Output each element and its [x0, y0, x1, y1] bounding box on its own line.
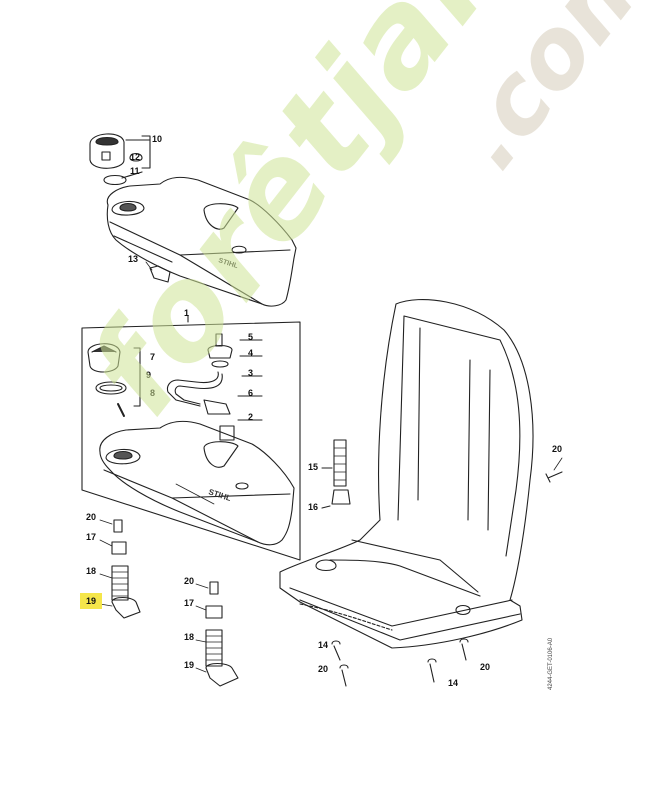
part-labels: 1234567891011121314141516171718181919202… — [86, 134, 562, 688]
part-label-p20b: 20 — [184, 576, 194, 586]
fuel-tank-upper — [106, 176, 297, 307]
fuel-tank-lower — [99, 420, 295, 546]
part-label-p20d: 20 — [318, 664, 328, 674]
part-label-p14b: 14 — [448, 678, 458, 688]
backplate-frame — [279, 299, 534, 649]
highlight-marker — [80, 593, 102, 609]
part-label-p14a: 14 — [318, 640, 328, 650]
filler-cap-assembly — [89, 133, 151, 186]
fuel-hose-and-fittings — [166, 333, 263, 441]
part-label-p9: 9 — [146, 370, 151, 380]
part-label-p13: 13 — [128, 254, 138, 264]
cap-and-seal — [87, 343, 141, 417]
part-label-p8: 8 — [150, 388, 155, 398]
part-label-p19b: 19 — [184, 660, 194, 670]
part-label-p1: 1 — [184, 308, 189, 318]
part-label-p16: 16 — [308, 502, 318, 512]
part-label-p18a: 18 — [86, 566, 96, 576]
part-label-p5: 5 — [248, 332, 253, 342]
part-label-p3: 3 — [248, 368, 253, 378]
part-label-p6: 6 — [248, 388, 253, 398]
document-code: 4244-GET-0106-A0 — [548, 637, 554, 690]
part-label-p4: 4 — [248, 348, 253, 358]
part-label-p20a: 20 — [86, 512, 96, 522]
part-label-p20c: 20 — [552, 444, 562, 454]
part-label-p15: 15 — [308, 462, 318, 472]
brand-mark-lower: STIHL — [217, 257, 239, 270]
part-label-p10: 10 — [152, 134, 162, 144]
brand-mark-upper: STIHL — [207, 487, 232, 503]
spring-and-nut — [321, 439, 351, 509]
part-label-p17b: 17 — [184, 598, 194, 608]
part-label-p2: 2 — [248, 412, 253, 422]
tank-assembly-frame — [81, 315, 301, 561]
part-label-p12: 12 — [130, 152, 140, 162]
part-label-p7: 7 — [150, 352, 155, 362]
part-label-p19a: 19 — [86, 596, 96, 606]
part-label-p17a: 17 — [86, 532, 96, 542]
part-label-p18b: 18 — [184, 632, 194, 642]
mount-left-a — [111, 519, 141, 619]
leader-lines — [99, 261, 563, 673]
screws-right — [331, 471, 563, 687]
mount-left-b — [205, 581, 239, 687]
part-label-p20e: 20 — [480, 662, 490, 672]
part-label-p11: 11 — [130, 166, 140, 176]
